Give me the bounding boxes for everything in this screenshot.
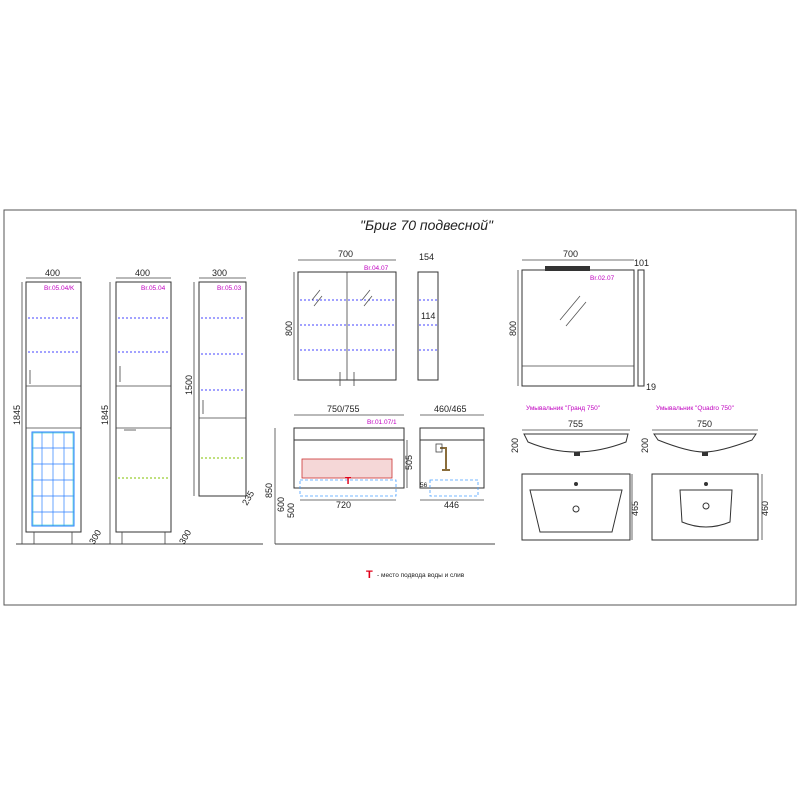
sink-grand-depth: 465 [630,501,640,516]
mirror-height: 800 [508,321,518,336]
cabinet-narrow-depth: 235 [240,489,256,507]
cabinet-mid [115,281,172,544]
sink-grand-label: Умывальник "Гранд 750" [526,405,601,412]
cabinet-narrow-code: Br.05.03 [217,285,242,292]
sink-grand-side [523,433,629,453]
vanity-dim-600: 600 [276,497,286,512]
vanity-dim-500: 500 [286,503,296,518]
cabinet-mid-code: Br.05.04 [141,285,166,292]
vanity-width: 750/755 [327,404,360,414]
vanity-side-depth: 460/465 [434,404,467,414]
cabinet-left-width: 400 [45,268,60,278]
vanity-height: 505 [404,455,414,470]
mirror-cabinet-front [297,271,397,386]
sink-grand-width: 755 [568,419,583,429]
sink-grand-height: 200 [510,438,520,453]
mirror-cabinet-side [417,271,439,381]
vanity-inner-width: 720 [336,500,351,510]
sink-grand-top [521,473,631,541]
mirror-front [521,266,635,387]
sink-quadro-side [653,433,757,453]
sink-quadro-top [651,473,759,541]
sink-quadro-label: Умывальник "Quadro 750" [656,405,735,412]
mirror-cabinet-depth: 154 [419,252,434,262]
drawing-frame [3,209,797,606]
cabinet-left [25,281,82,544]
vanity-floor: 850 [264,483,274,498]
mirror-cabinet-width: 700 [338,249,353,259]
sink-quadro-depth: 460 [760,501,770,516]
sink-quadro-height: 200 [640,438,650,453]
vanity-code: Br.01.07/1 [367,419,397,426]
legend-text: - место подвода воды и слив [377,572,465,579]
mirror-cabinet-code: Br.04.07 [364,265,389,272]
vanity-side-inner: 446 [444,500,459,510]
mirror-bottom: 19 [646,382,656,392]
vanity-water-marker: T [345,476,351,487]
cabinet-narrow-width: 300 [212,268,227,278]
drawing-title: "Бриг 70 подвесной" [360,217,494,233]
mirror-cabinet-inner: 114 [421,311,435,321]
cabinet-narrow-height: 1500 [184,375,194,395]
sink-quadro-width: 750 [697,419,712,429]
mirror-width: 700 [563,249,578,259]
vanity-side-56: 56 [420,482,428,489]
legend-symbol: Т [366,569,373,581]
cabinet-mid-leg: 300 [177,528,193,546]
cabinet-left-height: 1845 [12,405,22,425]
vanity-front [293,427,405,497]
vanity-drawer-panel [301,458,393,479]
cabinet-left-code: Br.05.04/K [44,285,75,292]
mirror-depth: 101 [634,258,649,268]
cabinet-narrow [198,281,247,497]
vanity-side [419,427,485,497]
cabinet-mid-width: 400 [135,268,150,278]
cabinet-mid-height: 1845 [100,405,110,425]
mirror-cabinet-height: 800 [284,321,294,336]
mirror-side [637,269,645,387]
mirror-code: Br.02.07 [590,275,615,282]
cabinet-left-leg: 300 [87,528,103,546]
